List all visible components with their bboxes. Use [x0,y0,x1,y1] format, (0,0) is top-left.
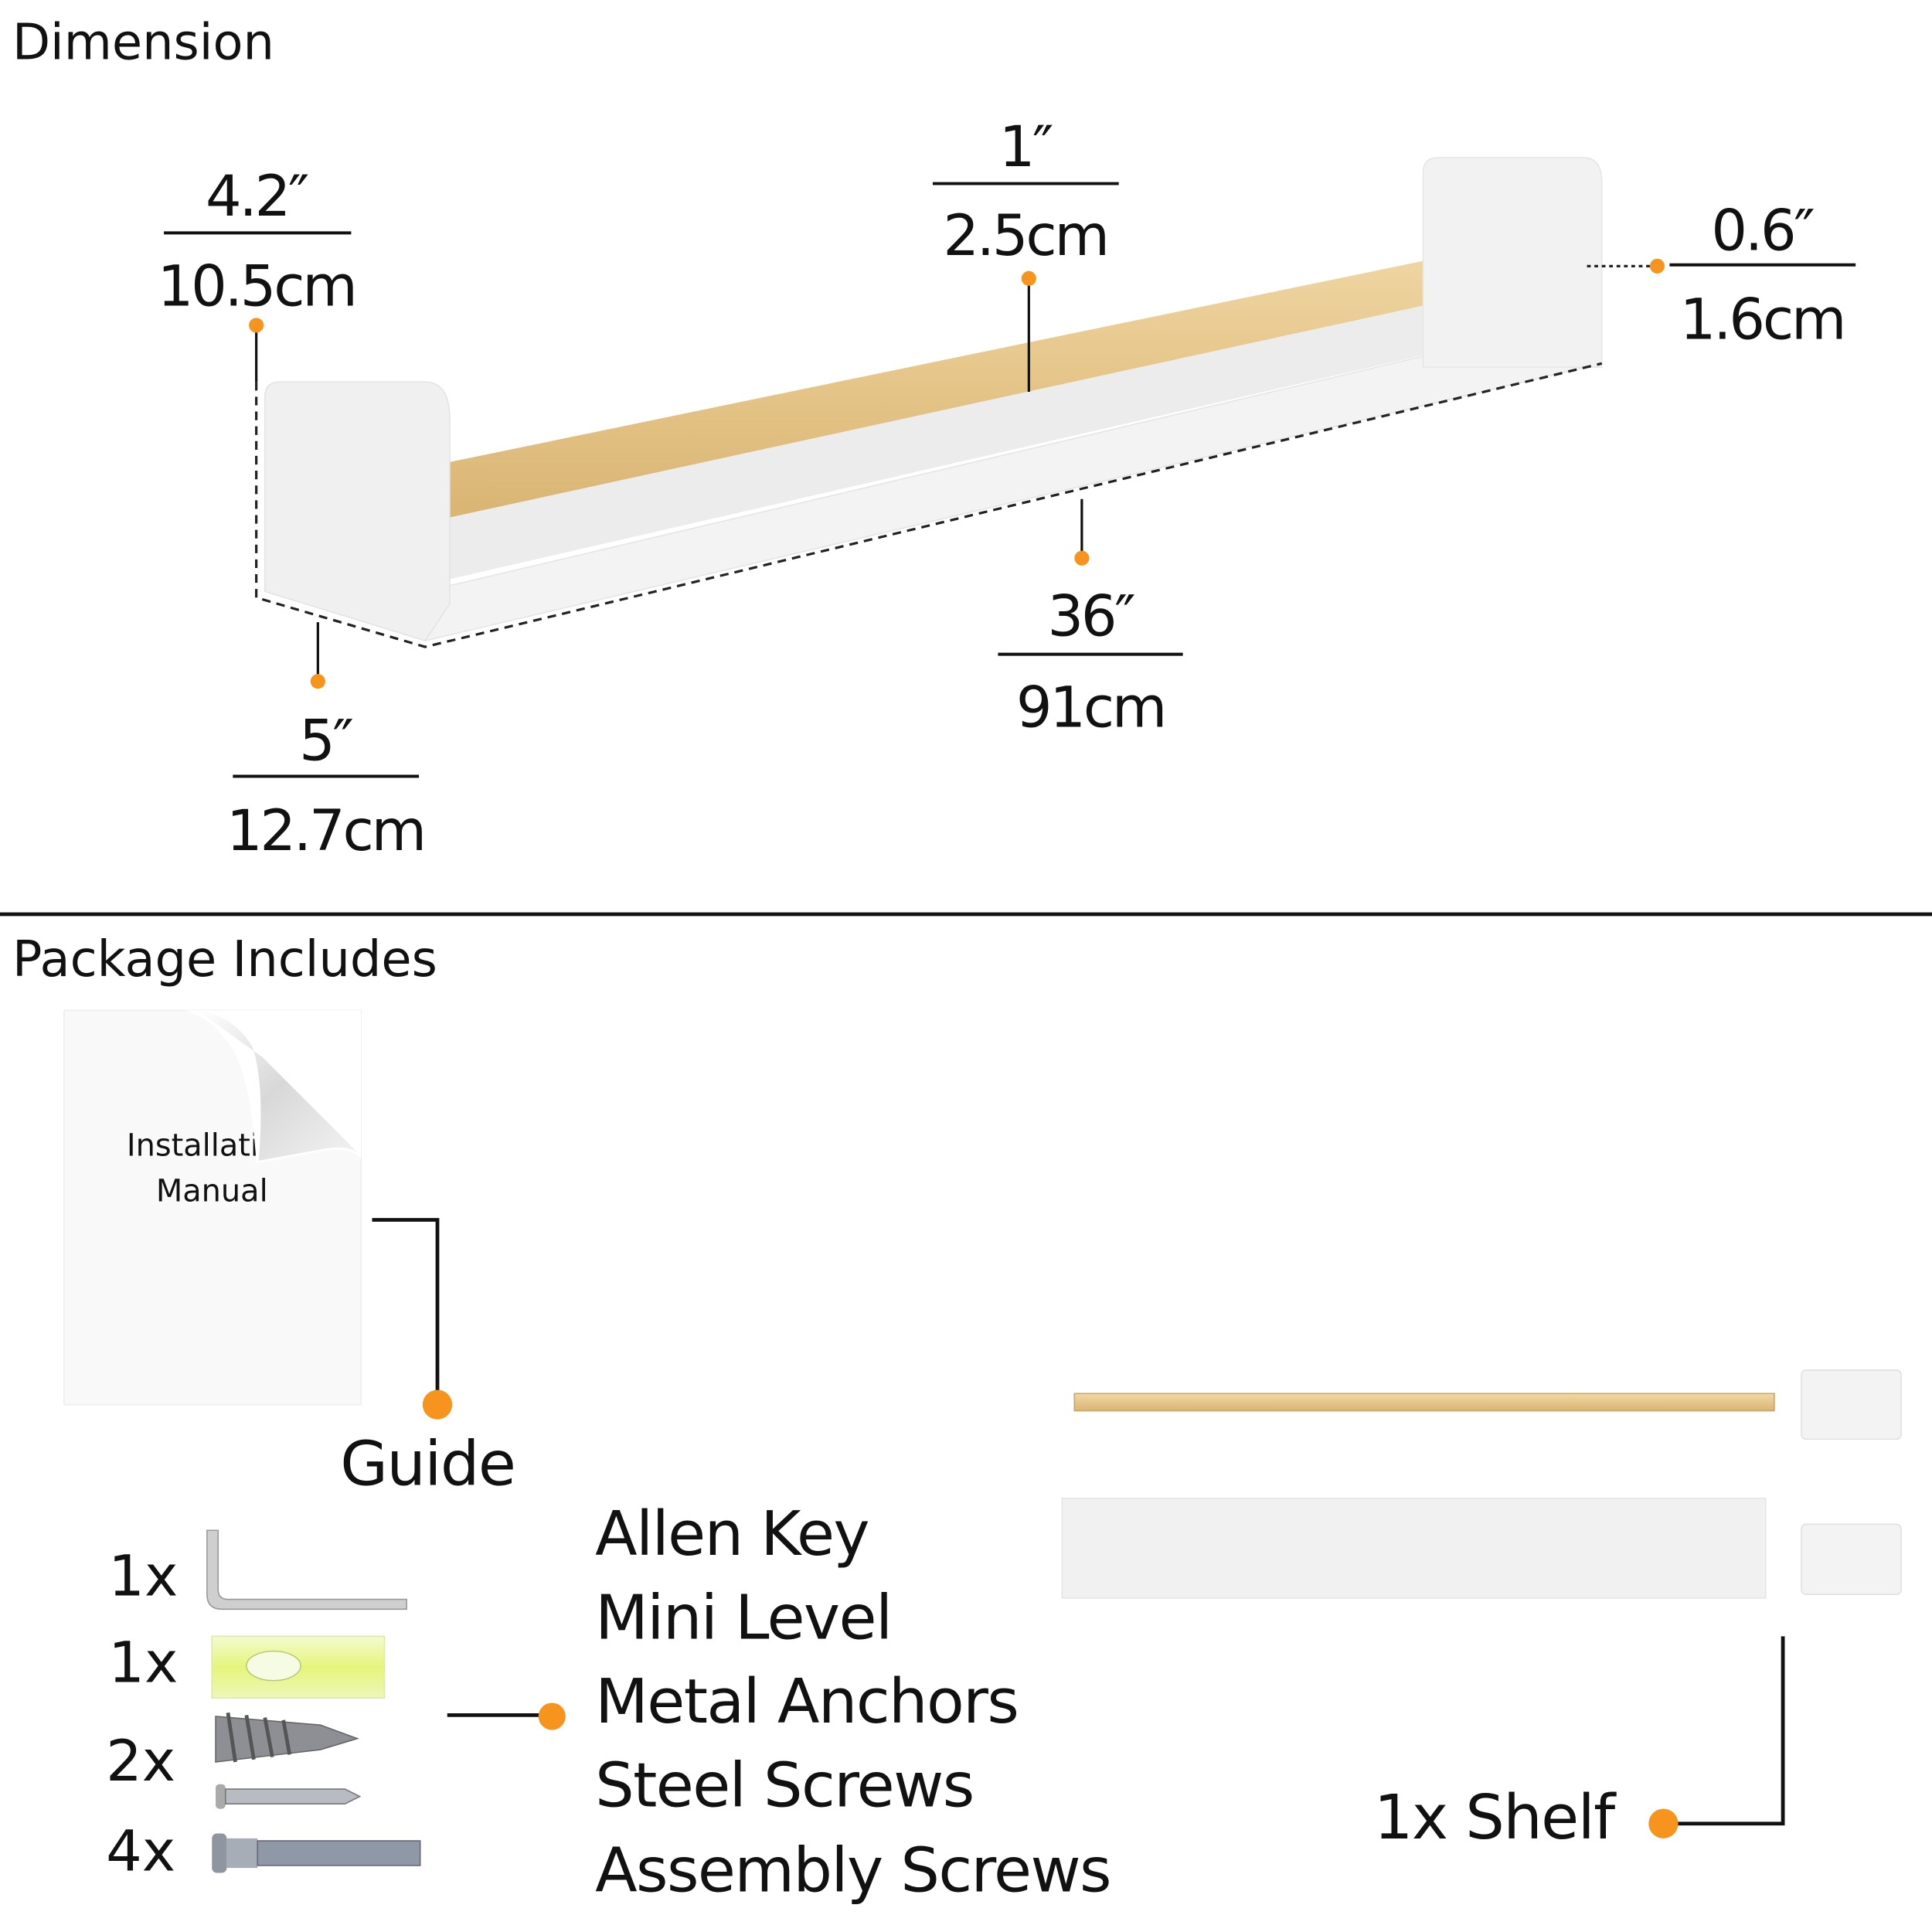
dim-rail-cm: 2.5cm [943,203,1107,269]
label-steel-screws: Steel Screws [595,1749,974,1821]
label-assembly-screws: Assembly Screws [595,1834,1111,1906]
mini-level-icon [211,1635,386,1699]
dim-depth-cm: 12.7cm [226,798,424,864]
end-panel-part [1801,1523,1902,1595]
wood-rail [449,230,1571,518]
hardware-list: 1x 1x 2x 4x Allen Key Mini Level Metal A… [106,1498,1111,1906]
dim-thickness-dot [1649,258,1665,274]
dim-height-dot [249,318,264,333]
metal-anchor-icon [215,1712,359,1763]
label-mini-level: Mini Level [595,1582,891,1654]
dim-height-cm: 10.5cm [158,253,355,319]
installation-manual: Installation Manual Guide [63,1009,516,1499]
page-curl-icon [197,1010,362,1161]
shelf-parts: 1x Shelf [1061,1369,1902,1853]
count-assembly-screws: 4x [106,1818,175,1884]
dim-depth-in: 5″ [299,709,352,774]
dim-thickness-in: 0.6″ [1711,199,1814,264]
right-end-panel [1422,157,1603,368]
dim-height-in: 4.2″ [206,164,308,230]
package-title: Package Includes [12,931,437,988]
shelf-dot [1648,1808,1679,1838]
dim-thickness-cm: 1.6cm [1680,287,1844,352]
wood-rod-part [1073,1393,1775,1412]
dim-depth-dot [310,674,325,689]
dim-length: 36″ 91cm [998,498,1183,741]
shelf-illustration [255,157,1651,648]
allen-key-icon [206,1529,407,1611]
end-panel-part [1801,1369,1902,1440]
guide-dot [422,1389,453,1420]
dim-rail: 1″ 2.5cm [932,114,1119,393]
assembly-screw-icon [212,1833,421,1873]
dim-thickness: 0.6″ 1.6cm [1649,199,1856,352]
count-mini-level: 1x [108,1630,178,1696]
left-end-panel [264,381,451,642]
dimension-guide-dashed [255,362,1603,648]
shelf-board-part [1061,1497,1767,1599]
manual-title-line2: Manual [156,1174,268,1209]
guide-label: Guide [340,1427,515,1499]
dim-rail-dot [1021,270,1036,286]
dim-height: 4.2″ 10.5cm [158,164,358,383]
label-allen-key: Allen Key [595,1498,869,1570]
count-allen-key: 1x [108,1544,178,1610]
dim-length-in: 36″ [1047,584,1134,650]
shelf-label: 1x Shelf [1374,1781,1617,1853]
dim-depth: 5″ 12.7cm [226,622,427,864]
label-metal-anchors: Metal Anchors [595,1665,1018,1737]
dim-length-dot [1074,550,1090,566]
hardware-dot [538,1702,566,1730]
dim-length-cm: 91cm [1016,675,1165,741]
steel-screw-icon [216,1784,362,1809]
count-anchors: 2x [106,1729,175,1794]
dimension-title: Dimension [12,15,274,72]
dim-rail-in: 1″ [999,114,1053,180]
